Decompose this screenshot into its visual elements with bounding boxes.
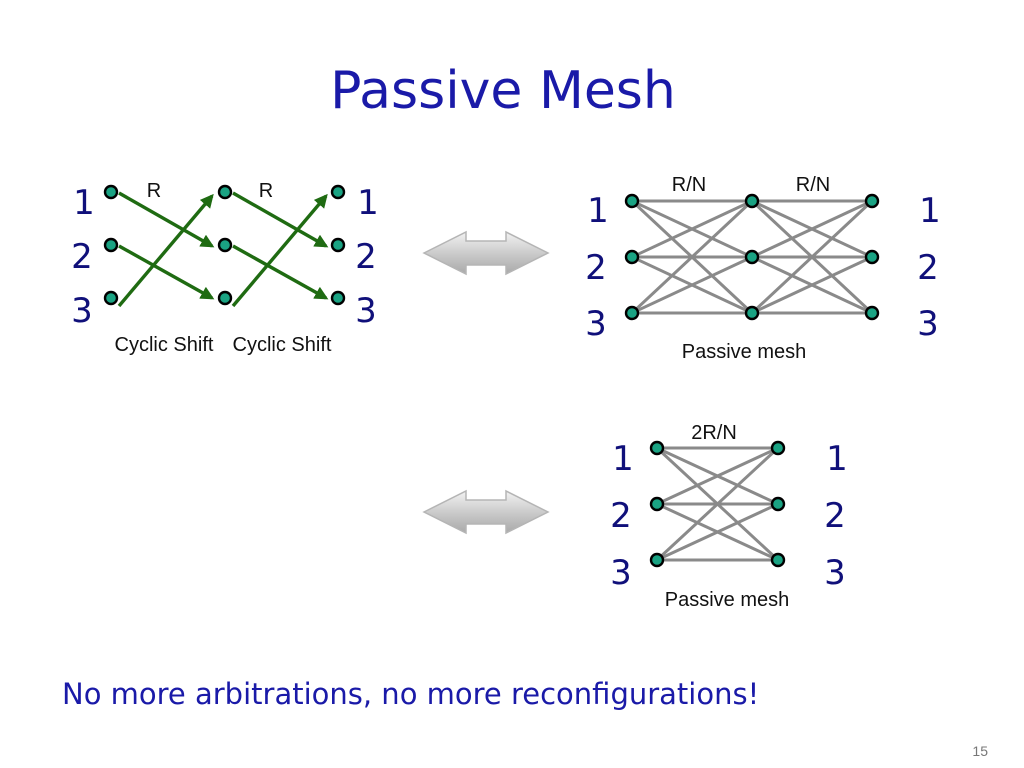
mesh1-input-port-1: 1 [612, 439, 634, 479]
mesh2-output-port-1: 1 [919, 191, 941, 231]
mesh-links-stage-1 [630, 199, 754, 315]
mesh1-input-port-3: 3 [610, 553, 632, 593]
mesh1-output-port-1: 1 [826, 439, 848, 479]
mesh1-output-port-2: 2 [824, 496, 846, 536]
cyclic-output-port-2: 2 [355, 237, 377, 277]
mesh2-node-mid-2 [744, 249, 760, 265]
cyclic-output-port-1: 1 [357, 183, 379, 223]
mesh2-node-out-1 [864, 193, 880, 209]
mesh2-node-mid-3 [744, 305, 760, 321]
two-stage-mesh-diagram: 1 2 3 1 2 3 R/N R/N Passive mesh [585, 174, 941, 363]
cyclic-node-out-2 [330, 237, 346, 253]
equivalence-double-arrow-bottom [422, 489, 550, 535]
mesh2-node-in-3 [624, 305, 640, 321]
mesh2-node-in-2 [624, 249, 640, 265]
mesh-links-single-stage [655, 446, 780, 562]
cyclic-node-in-3 [103, 290, 119, 306]
mesh1-caption: Passive mesh [665, 589, 790, 611]
mesh2-input-port-1: 1 [587, 191, 609, 231]
mesh1-output-port-3: 3 [824, 553, 846, 593]
mesh2-node-out-2 [864, 249, 880, 265]
shift-arrow-1-to-2 [118, 191, 215, 248]
mesh2-output-port-3: 3 [917, 304, 939, 344]
single-stage-mesh-diagram: 1 2 3 1 2 3 2R/N Passive mesh [610, 422, 848, 611]
mesh1-node-in-1 [649, 440, 665, 456]
mesh2-caption: Passive mesh [682, 341, 807, 363]
mesh2-rate-label-2: R/N [796, 174, 830, 196]
equivalence-double-arrow-top [422, 230, 550, 276]
mesh2-input-port-3: 3 [585, 304, 607, 344]
shift-arrow-3-to-1-stage2 [231, 193, 328, 308]
cyclic-node-mid-1 [217, 184, 233, 200]
cyclic-input-port-3: 3 [71, 291, 93, 331]
cyclic-input-port-2: 2 [71, 237, 93, 277]
mesh1-node-out-2 [770, 496, 786, 512]
cyclic-shift-diagram: 1 2 3 1 2 3 R R Cyclic Shift Cyclic Shif… [71, 180, 379, 356]
cyclic-shift-label-1: Cyclic Shift [115, 334, 214, 356]
mesh2-node-in-1 [624, 193, 640, 209]
mesh2-node-mid-1 [744, 193, 760, 209]
mesh2-rate-label-1: R/N [672, 174, 706, 196]
mesh2-node-out-3 [864, 305, 880, 321]
shift-arrow-3-to-1 [117, 193, 214, 308]
cyclic-node-out-3 [330, 290, 346, 306]
cyclic-output-port-3: 3 [355, 291, 377, 331]
cyclic-input-port-1: 1 [73, 183, 95, 223]
shift-arrow-2-to-3-stage2 [232, 244, 329, 300]
mesh1-node-in-2 [649, 496, 665, 512]
conclusion-text: No more arbitrations, no more reconfigur… [62, 677, 759, 711]
slide-title: Passive Mesh [330, 61, 676, 121]
mesh1-rate-label: 2R/N [691, 422, 737, 444]
cyclic-rate-label-2: R [259, 180, 273, 202]
mesh1-node-out-1 [770, 440, 786, 456]
page-number: 15 [972, 743, 988, 759]
cyclic-node-out-1 [330, 184, 346, 200]
mesh1-node-in-3 [649, 552, 665, 568]
cyclic-node-in-1 [103, 184, 119, 200]
shift-arrow-1-to-2-stage2 [232, 191, 329, 248]
mesh2-output-port-2: 2 [917, 248, 939, 288]
cyclic-node-in-2 [103, 237, 119, 253]
mesh-links-stage-2 [750, 199, 874, 315]
mesh1-input-port-2: 2 [610, 496, 632, 536]
cyclic-rate-label-1: R [147, 180, 161, 202]
cyclic-shift-label-2: Cyclic Shift [233, 334, 332, 356]
cyclic-node-mid-2 [217, 237, 233, 253]
mesh1-node-out-3 [770, 552, 786, 568]
cyclic-node-mid-3 [217, 290, 233, 306]
mesh2-input-port-2: 2 [585, 248, 607, 288]
shift-arrow-2-to-3 [118, 244, 215, 300]
